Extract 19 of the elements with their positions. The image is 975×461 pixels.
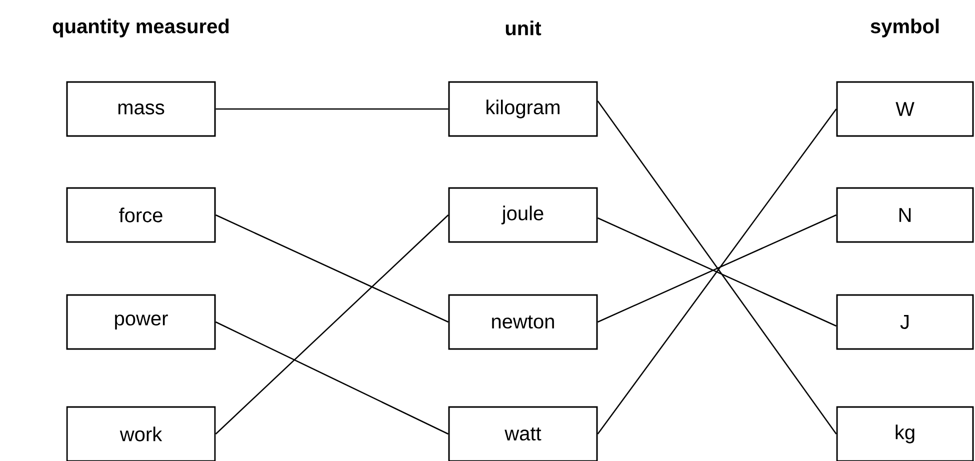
box: mass [66,81,216,137]
box: watt [448,406,598,461]
connector-line [215,214,449,434]
connector-line [216,108,448,110]
box: J [836,294,974,350]
box: newton [448,294,598,350]
column-heading: quantity measured [52,18,229,38]
box: joule [448,187,598,243]
column-heading: symbol [870,18,939,38]
column-heading: unit [506,20,542,36]
box: power [66,294,216,350]
box: N [836,187,974,243]
box: W [836,81,974,137]
connector-line [215,321,449,435]
connector-line [215,214,449,323]
box: work [66,406,216,461]
box: force [66,187,216,243]
box: kg [836,406,974,461]
box: kilogram [448,81,598,137]
